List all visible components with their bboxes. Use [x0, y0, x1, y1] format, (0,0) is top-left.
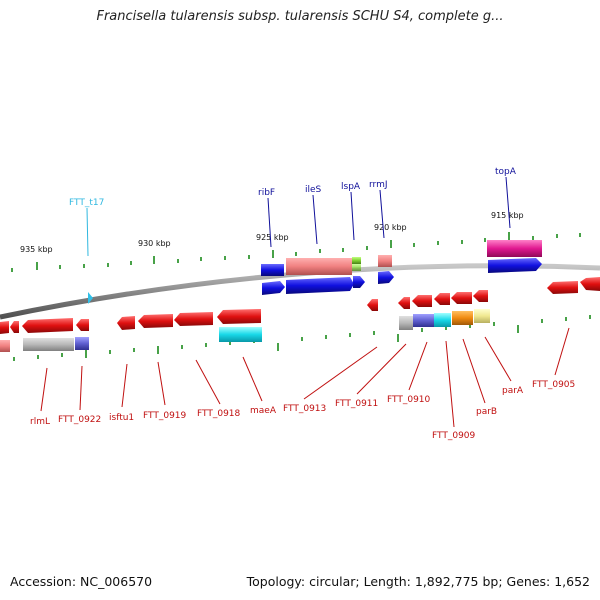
reverse-genes [0, 277, 600, 352]
gene-arrow-ribF[interactable] [262, 281, 285, 295]
gene-label-ftt0905[interactable]: FTT_0905 [532, 380, 575, 390]
top-label-leaders [86, 176, 511, 257]
gene-label-ftt0910[interactable]: FTT_0910 [387, 395, 431, 405]
gene-label-ftt-t17[interactable]: FTT_t17 [69, 198, 104, 208]
gene-rrmJ-feature[interactable] [378, 255, 392, 267]
gene-maeA-feature[interactable] [219, 327, 262, 342]
gene-arrow-ftt0922-b[interactable] [76, 319, 89, 331]
accession-label: Accession: NC_006570 [10, 574, 153, 589]
gene-ribF-feature[interactable] [261, 264, 284, 276]
map-title: Francisella tularensis subsp. tularensis… [96, 9, 504, 24]
gene-lspA-feature[interactable] [352, 257, 361, 264]
gene-arrow-ftt0922[interactable] [22, 318, 73, 333]
gene-label-lspA[interactable]: lspA [341, 182, 361, 192]
gene-arrow-parA[interactable] [473, 290, 488, 302]
trna-marker-ftt-t17[interactable] [88, 292, 93, 304]
kbp-label: 935 kbp [20, 245, 53, 254]
gene-arrow-ftt0913[interactable] [367, 299, 378, 311]
kbp-label: 915 kbp [491, 211, 524, 220]
gene-arrow-rlmL[interactable] [0, 321, 9, 334]
gene-ileS-feature[interactable] [286, 258, 352, 275]
upper-tick-row [11, 232, 581, 272]
gene-arrow-ftt0905-b[interactable] [580, 277, 600, 291]
gene-ftt0910-feature[interactable] [399, 316, 413, 330]
gene-ftt0909-feature[interactable] [434, 313, 451, 327]
gene-label-maeA[interactable]: maeA [250, 406, 277, 416]
gene-ftt0922-feature[interactable] [23, 338, 74, 351]
gene-arrow-isftu1[interactable] [117, 316, 135, 330]
gene-label-topA[interactable]: topA [495, 167, 517, 177]
gene-label-ileS[interactable]: ileS [305, 185, 322, 195]
gene-ftt0910-domain[interactable] [413, 314, 434, 327]
gene-label-ftt0909[interactable]: FTT_0909 [432, 431, 476, 441]
gene-arrow-ileS[interactable] [286, 277, 354, 294]
gene-arrow-ftt0911[interactable] [398, 297, 410, 309]
gene-arrow-lspA[interactable] [353, 276, 365, 288]
gene-label-ftt0918[interactable]: FTT_0918 [197, 409, 241, 419]
gene-topA-feature[interactable] [487, 240, 542, 257]
gene-arrow-parB[interactable] [451, 292, 472, 304]
gene-ftt0922-domain[interactable] [75, 337, 89, 350]
gene-arrow-rrmJ[interactable] [378, 271, 394, 284]
gene-arrow-ftt0910[interactable] [412, 295, 432, 307]
kbp-label: 925 kbp [256, 233, 289, 242]
gene-label-rrmJ[interactable]: rrmJ [369, 180, 388, 190]
gene-arrow-ftt0918[interactable] [174, 312, 213, 326]
gene-label-ftt0919[interactable]: FTT_0919 [143, 411, 187, 421]
kbp-label: 930 kbp [138, 239, 171, 248]
gene-label-isftu1[interactable]: isftu1 [109, 413, 134, 423]
gene-lspA-extra[interactable] [352, 264, 361, 271]
lower-tick-row [13, 315, 591, 361]
gene-arrow-maeA[interactable] [217, 309, 261, 324]
gene-label-parB[interactable]: parB [476, 407, 497, 417]
gene-rlmL-feature[interactable] [0, 340, 10, 352]
gene-label-ftt0922[interactable]: FTT_0922 [58, 415, 101, 425]
gene-label-ftt0911[interactable]: FTT_0911 [335, 399, 378, 409]
genome-stats-label: Topology: circular; Length: 1,892,775 bp… [246, 574, 590, 589]
gene-arrow-ftt0905[interactable] [547, 281, 578, 294]
bottom-label-leaders [40, 327, 570, 428]
gene-parA-feature[interactable] [474, 309, 490, 323]
gene-arrow-ftt0919[interactable] [138, 314, 173, 328]
gene-label-rlmL[interactable]: rlmL [30, 417, 50, 427]
gene-parB-feature[interactable] [452, 311, 473, 325]
gene-label-ftt0913[interactable]: FTT_0913 [283, 404, 326, 414]
forward-genes [261, 240, 542, 295]
gene-label-parA[interactable]: parA [502, 386, 524, 396]
kbp-label: 920 kbp [374, 223, 407, 232]
gene-arrow-topA[interactable] [488, 258, 542, 273]
gene-arrow-rlmL-tip[interactable] [10, 321, 19, 333]
gene-label-ribF[interactable]: ribF [258, 188, 275, 198]
gene-arrow-ftt0909[interactable] [434, 293, 450, 305]
